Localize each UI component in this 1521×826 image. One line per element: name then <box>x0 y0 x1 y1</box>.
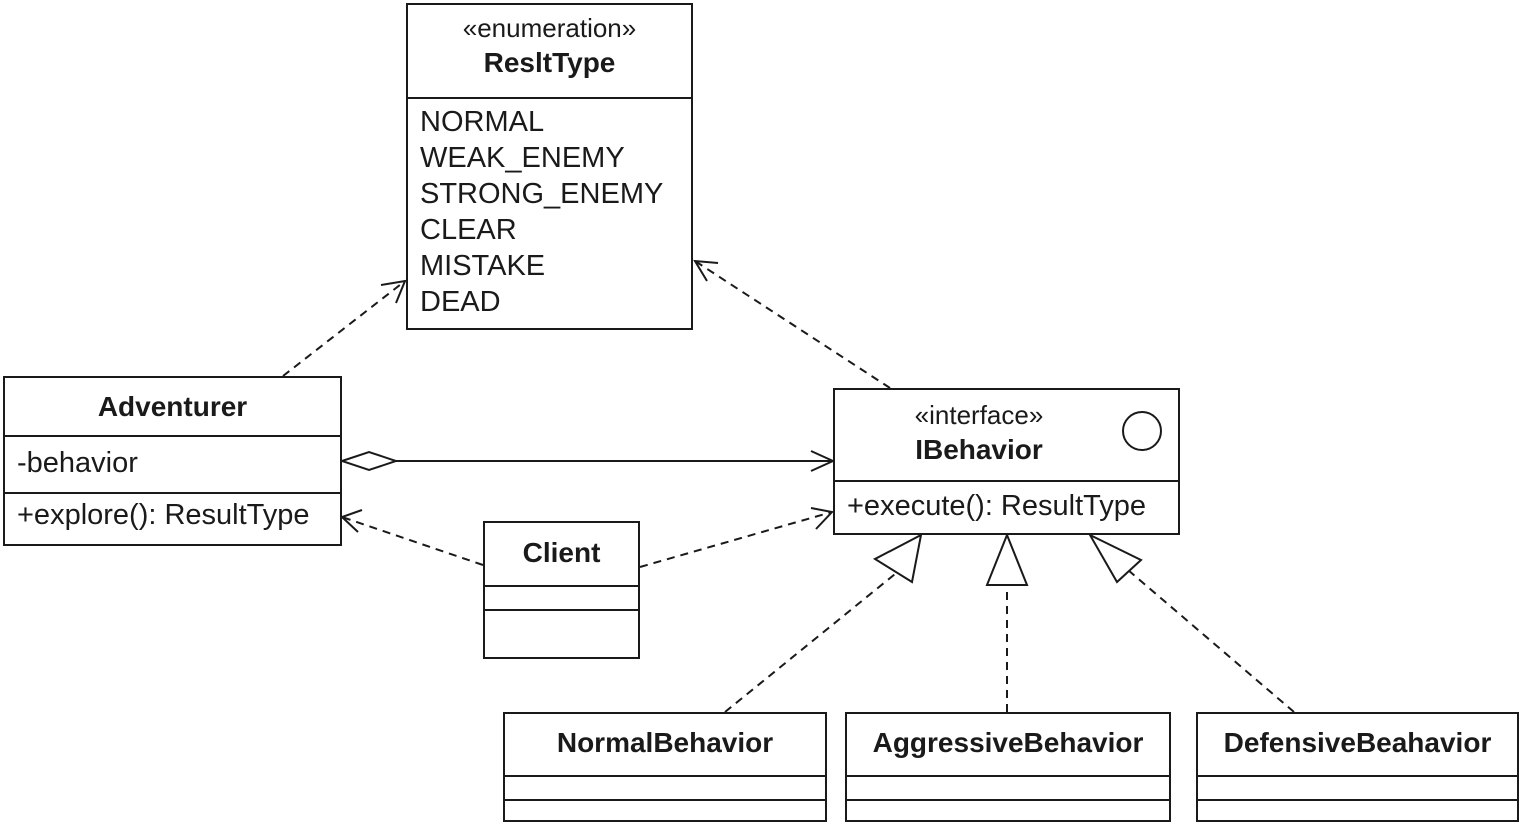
operation-section: +execute(): ResultType <box>835 480 1178 524</box>
enum-literals-section: NORMAL WEAK_ENEMY STRONG_ENEMY CLEAR MIS… <box>408 97 691 320</box>
operation-section: +explore(): ResultType <box>5 492 340 533</box>
class-name: ResltType <box>483 47 616 78</box>
stereotype-label: «interface» <box>914 400 1044 430</box>
class-name: DefensiveBeahavior <box>1223 727 1492 758</box>
enum-literal: CLEAR <box>420 214 517 246</box>
dependency-client-adventurer <box>340 509 484 566</box>
operation-execute: +execute(): ResultType <box>847 490 1147 522</box>
operation-section <box>505 799 825 801</box>
class-name: Client <box>522 537 601 568</box>
class-header: «enumeration» ResltType <box>408 5 691 97</box>
stereotype-label: «enumeration» <box>462 13 637 43</box>
class-defensivebehavior: DefensiveBeahavior <box>1196 712 1519 822</box>
attribute-section <box>1198 775 1517 799</box>
attribute-section <box>847 775 1169 799</box>
attribute-section <box>485 585 638 609</box>
class-header: Client <box>485 523 638 585</box>
class-resulttype: «enumeration» ResltType NORMAL WEAK_ENEM… <box>406 3 693 330</box>
dependency-ibehavior-resulttype <box>693 259 891 389</box>
realization-normalbehavior-ibehavior <box>724 533 923 713</box>
class-header: NormalBehavior <box>505 714 825 775</box>
class-header: AggressiveBehavior <box>847 714 1169 775</box>
enum-literal: NORMAL <box>420 106 545 138</box>
attribute-section <box>505 775 825 799</box>
class-adventurer: Adventurer -behavior +explore(): ResultT… <box>3 376 342 546</box>
realization-defensivebehavior-ibehavior <box>1087 532 1295 713</box>
class-normalbehavior: NormalBehavior <box>503 712 827 822</box>
class-name: AggressiveBehavior <box>872 727 1144 758</box>
enum-literal: STRONG_ENEMY <box>420 178 664 210</box>
realization-aggressivebehavior-ibehavior <box>985 532 1029 712</box>
interface-circle-icon <box>1122 411 1162 451</box>
enum-literal: DEAD <box>420 286 501 318</box>
enum-literal: MISTAKE <box>420 250 546 282</box>
class-name: IBehavior <box>915 434 1043 465</box>
class-ibehavior: «interface» IBehavior +execute(): Result… <box>833 388 1180 535</box>
class-header: DefensiveBeahavior <box>1198 714 1517 775</box>
class-client: Client <box>483 521 640 659</box>
class-name: NormalBehavior <box>556 727 774 758</box>
class-header: «interface» IBehavior <box>835 390 1178 480</box>
dependency-client-ibehavior <box>639 507 834 568</box>
enum-literal-list: NORMAL WEAK_ENEMY STRONG_ENEMY CLEAR MIS… <box>408 99 691 320</box>
class-name: Adventurer <box>97 391 248 422</box>
class-header: Adventurer <box>5 378 340 435</box>
dependency-adventurer-resulttype <box>282 279 407 377</box>
operation-section <box>485 609 638 611</box>
operation-section <box>847 799 1169 801</box>
aggregation-adventurer-ibehavior <box>338 450 836 472</box>
enum-literal: WEAK_ENEMY <box>420 142 625 174</box>
operation-section <box>1198 799 1517 801</box>
attribute-section: -behavior <box>5 435 340 492</box>
operation-explore: +explore(): ResultType <box>17 499 310 531</box>
class-aggressivebehavior: AggressiveBehavior <box>845 712 1171 822</box>
attribute-behavior: -behavior <box>17 447 138 479</box>
